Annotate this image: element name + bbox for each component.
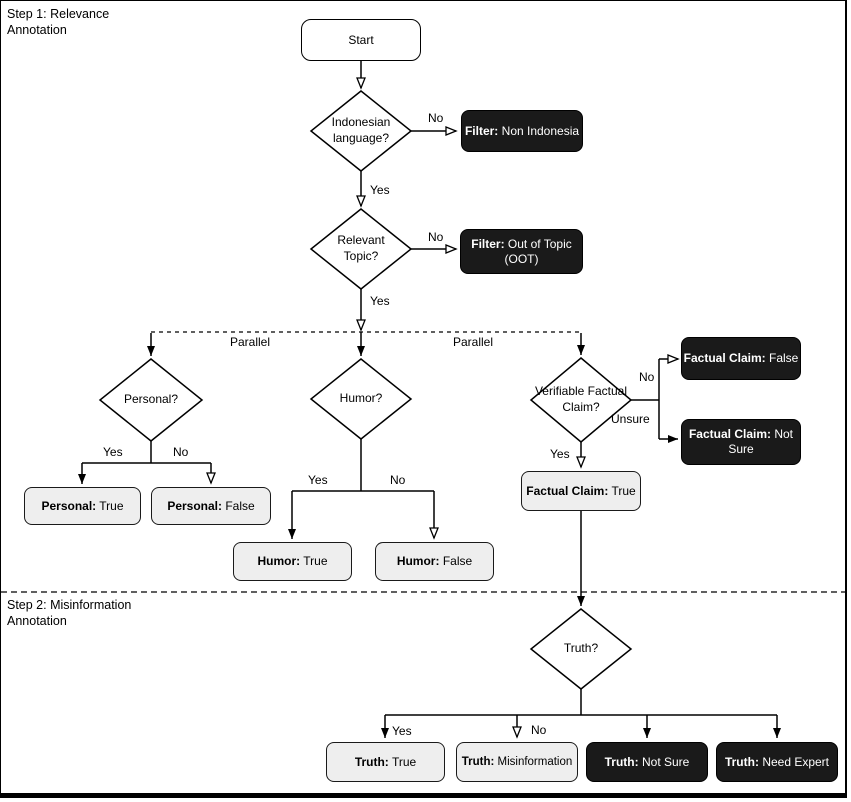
result-personal-false: Personal: False [151,487,271,525]
start-node-label: Start [348,32,374,47]
result-humor-true: Humor: True [233,542,352,581]
result-label-rest: True [303,554,328,568]
edge-label-parallel-right: Parallel [453,335,494,349]
result-factual-claim-not-sure: Factual Claim: Not Sure [681,419,801,465]
result-truth-true: Truth: True [326,742,445,782]
edge-label-humor-no: No [390,473,406,487]
edge-label-personal-yes: Yes [103,445,123,459]
edge-label-claim-unsure: Unsure [611,412,650,426]
result-label-rest: Not Sure [641,754,690,769]
step2-section-label: Step 2: Misinformation Annotation [7,598,132,628]
result-truth-misinformation: Truth: Misinformation [456,742,578,782]
result-label-rest: True [99,498,124,513]
edge-label-language-yes: Yes [370,183,390,197]
edge-truth-branch [385,689,777,716]
result-label-rest: Misinformation [497,755,573,768]
result-label-rest: Non Indonesia [501,123,580,138]
edge-label-parallel-left: Parallel [230,335,271,349]
result-label-bold: Factual Claim: [683,351,766,365]
result-label-bold: Truth: [604,754,639,769]
result-label-rest: False [442,554,473,568]
result-label-rest: Need Expert [762,754,830,769]
decision-indonesian-language: Indonesian language? [331,115,391,145]
step1-section-label: Step 1: Relevance Annotation [7,7,110,37]
edge-label-topic-no: No [428,230,444,244]
decision-truth-shape [529,608,633,690]
result-personal-true: Personal: True [24,487,141,525]
result-label-bold: Humor: [257,554,301,568]
result-label-rest: False [769,351,799,365]
decision-indonesian-language-shape [309,90,413,172]
start-node: Start [301,19,421,61]
edge-label-claim-yes: Yes [550,447,570,461]
result-truth-need-expert: Truth: Need Expert [716,742,838,782]
decision-humor-shape [309,358,413,440]
edge-label-truth-no: No [531,723,547,737]
edge-label-claim-no: No [639,370,655,384]
result-label-bold: Truth: [354,754,389,769]
decision-personal-shape [98,358,204,442]
edge-label-truth-yes: Yes [392,724,412,738]
edge-personal-branch [82,441,211,464]
decision-relevant-topic-shape [309,208,413,290]
result-label-rest: True [611,483,636,498]
edge-label-language-no: No [428,111,444,125]
edge-humor-branch [292,439,434,492]
result-humor-false: Humor: False [375,542,494,581]
result-label-bold: Truth: [461,755,495,768]
decision-relevant-topic: Relevant Topic? [337,233,385,263]
result-label-bold: Factual Claim: [526,483,609,498]
decision-verifiable-factual-claim: Verifiable Factual Claim? [534,384,628,414]
result-label-bold: Filter: [464,123,499,138]
result-label-rest: Not Sure [728,427,794,456]
result-factual-claim-false: Factual Claim: False [681,337,801,380]
result-label-rest: False [225,498,255,513]
result-label-bold: Factual Claim: [688,427,771,441]
decision-humor: Humor? [339,391,383,406]
edge-label-humor-yes: Yes [308,473,328,487]
edge-label-personal-no: No [173,445,189,459]
result-filter-non-indonesia: Filter: Non Indonesia [461,110,583,152]
result-label-rest: Out of Topic (OOT) [504,236,572,266]
result-label-bold: Truth: [724,754,759,769]
decision-personal: Personal? [123,392,179,407]
result-filter-oot: Filter: Out of Topic (OOT) [460,229,583,274]
edge-claim-branch [631,359,660,439]
result-label-bold: Filter: [471,236,505,251]
result-label-bold: Personal: [167,498,222,513]
decision-truth: Truth? [563,641,599,656]
result-label-bold: Personal: [41,498,97,513]
result-label-bold: Humor: [396,554,440,568]
decision-verifiable-factual-claim-shape [529,357,633,443]
result-label-rest: True [391,754,417,769]
result-factual-claim-true: Factual Claim: True [521,471,641,511]
edge-label-topic-yes: Yes [370,294,390,308]
result-truth-not-sure: Truth: Not Sure [586,742,708,782]
